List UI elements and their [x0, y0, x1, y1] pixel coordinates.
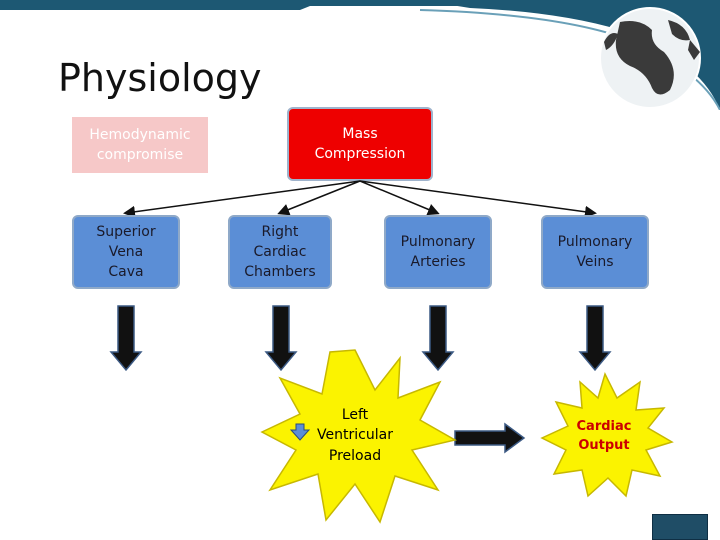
superior-vena-cava-box: Superior Vena Cava — [72, 215, 180, 289]
left-ventricular-preload-label: Left Ventricular Preload — [317, 407, 393, 464]
pulmonary-veins-box: Pulmonary Veins — [541, 215, 649, 289]
slide-title: Physiology — [58, 56, 262, 100]
cardiac-output-star — [540, 371, 674, 498]
mass-compression-box: Mass Compression — [287, 107, 433, 181]
logo-icon — [652, 514, 708, 540]
down-arrow-pa — [421, 305, 455, 372]
down-arrow-pv — [578, 305, 612, 372]
hemodynamic-compromise-box: Hemodynamic compromise — [72, 117, 208, 173]
small-down-arrow-icon — [289, 423, 311, 441]
cardiac-output-label: Cardiac Output — [576, 419, 632, 453]
right-cardiac-chambers-box: Right Cardiac Chambers — [228, 215, 332, 289]
right-arrow — [454, 422, 526, 454]
connector-lines — [123, 180, 597, 218]
down-arrow-svc — [109, 305, 143, 372]
pulmonary-arteries-box: Pulmonary Arteries — [384, 215, 492, 289]
left-ventricular-star — [260, 349, 458, 524]
top-banner — [0, 0, 720, 110]
globe-icon — [599, 7, 701, 109]
down-arrow-rcc — [264, 305, 298, 372]
down-arrows — [109, 305, 612, 372]
